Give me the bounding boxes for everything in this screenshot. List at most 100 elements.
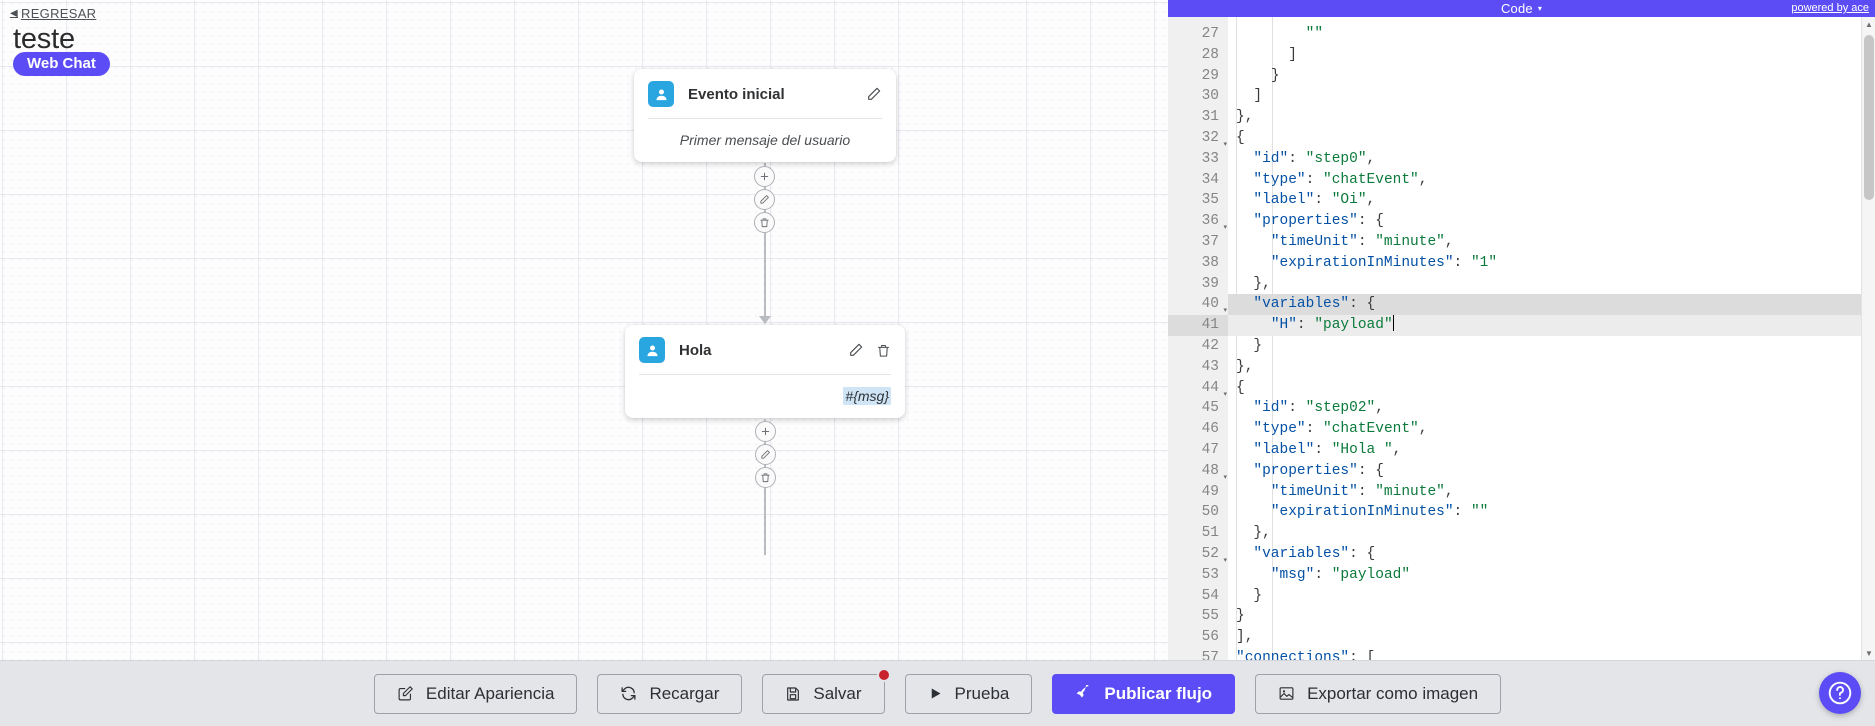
powered-by-link[interactable]: powered by ace xyxy=(1791,2,1869,14)
toolbar-button-recargar[interactable]: Recargar xyxy=(597,673,743,714)
code-line[interactable]: "id": "step0", xyxy=(1253,150,1376,167)
scroll-down-arrow[interactable]: ▼ xyxy=(1865,648,1873,658)
gutter-line-number[interactable]: 43 xyxy=(1201,358,1219,375)
flow-node-evento-inicial[interactable]: Evento inicial Primer mensaje del usuari… xyxy=(634,69,896,162)
toolbar-button-prueba[interactable]: Prueba xyxy=(904,673,1033,714)
gutter-line-number[interactable]: 33 xyxy=(1201,150,1219,167)
gutter-line-number[interactable]: 36▾ xyxy=(1168,211,1228,232)
back-link[interactable]: ◀ REGRESAR xyxy=(10,6,96,21)
gutter-line-number[interactable]: 40▾ xyxy=(1168,294,1228,315)
code-line[interactable]: } xyxy=(1270,67,1280,84)
pencil-icon[interactable] xyxy=(848,342,864,358)
code-line[interactable]: }, xyxy=(1253,525,1271,542)
pencil-icon[interactable] xyxy=(754,189,775,210)
node-1-mini-actions[interactable] xyxy=(754,166,775,233)
code-line[interactable]: }, xyxy=(1236,358,1254,375)
code-line[interactable]: "" xyxy=(1305,26,1324,42)
gutter-line-number[interactable]: 42 xyxy=(1201,337,1219,354)
code-line[interactable]: "type": "chatEvent", xyxy=(1253,421,1428,438)
trash-icon[interactable] xyxy=(754,212,775,233)
gutter-line-number[interactable]: 41 xyxy=(1168,315,1228,336)
gutter-line-number[interactable]: 51 xyxy=(1201,525,1219,542)
fold-toggle-icon[interactable]: ▾ xyxy=(1223,390,1227,399)
fold-toggle-icon[interactable]: ▾ xyxy=(1223,224,1227,233)
code-line[interactable]: }, xyxy=(1253,275,1271,292)
pencil-icon[interactable] xyxy=(866,86,882,102)
gutter-line-number[interactable]: 39 xyxy=(1201,275,1219,292)
fold-toggle-icon[interactable]: ▾ xyxy=(1223,473,1227,482)
code-line[interactable]: "expirationInMinutes": "1" xyxy=(1270,254,1498,271)
trash-icon[interactable] xyxy=(876,343,891,358)
flow-canvas[interactable]: ◀ REGRESAR teste Web Chat Evento inicial xyxy=(0,0,1168,660)
help-button[interactable] xyxy=(1819,672,1861,714)
fold-toggle-icon[interactable]: ▾ xyxy=(1223,140,1227,149)
gutter-line-number[interactable]: 44▾ xyxy=(1168,378,1228,399)
gutter-line-number[interactable]: 30 xyxy=(1201,88,1219,105)
gutter-line-number[interactable]: 35 xyxy=(1201,192,1219,209)
code-line[interactable]: } xyxy=(1253,337,1263,354)
gutter-line-number[interactable]: 45 xyxy=(1201,400,1219,417)
gutter-line-number[interactable]: 31 xyxy=(1201,109,1219,126)
code-line[interactable]: "properties": { xyxy=(1253,462,1384,479)
gutter-line-number[interactable]: 49 xyxy=(1201,483,1219,500)
gutter-line-number[interactable]: 28 xyxy=(1201,46,1219,63)
gutter-line-number[interactable]: 34 xyxy=(1201,171,1219,188)
fold-toggle-icon[interactable]: ▾ xyxy=(1223,307,1227,316)
gutter-line-number[interactable]: 37 xyxy=(1201,233,1219,250)
trash-icon[interactable] xyxy=(755,467,776,488)
code-line[interactable]: } xyxy=(1253,587,1263,604)
gutter-line-number[interactable]: 54 xyxy=(1201,587,1219,604)
code-line[interactable]: "connections": [ xyxy=(1236,649,1376,660)
code-line[interactable]: "timeUnit": "minute", xyxy=(1270,233,1454,250)
gutter-line-number[interactable]: 52▾ xyxy=(1168,544,1228,565)
code-line[interactable]: } xyxy=(1236,608,1245,625)
code-panel-title-dropdown[interactable]: Code ▾ xyxy=(1501,1,1542,16)
code-line[interactable]: "label": "Oi", xyxy=(1253,192,1376,209)
toolbar-button-exportar-como-imagen[interactable]: Exportar como imagen xyxy=(1255,673,1502,714)
gutter-line-number[interactable]: 50 xyxy=(1201,504,1219,521)
gutter-line-number[interactable]: 48▾ xyxy=(1168,461,1228,482)
scroll-up-arrow[interactable]: ▲ xyxy=(1865,19,1873,29)
code-content[interactable]: "" ] } ]}, { "id": "step0", "type": "chat… xyxy=(1228,17,1875,660)
gutter-line-number[interactable]: 56 xyxy=(1201,629,1219,646)
code-editor-panel[interactable]: Code ▾ powered by ace 27 28 29 30 31 32▾33 34 3… xyxy=(1168,0,1875,660)
gutter-line-number[interactable]: 27 xyxy=(1201,26,1219,42)
code-line[interactable]: "variables": { xyxy=(1228,294,1875,316)
gutter-line-number[interactable]: 57 xyxy=(1201,649,1219,660)
code-vertical-scrollbar[interactable]: ▲ ▼ xyxy=(1861,17,1875,660)
gutter-line-number[interactable]: 29 xyxy=(1201,67,1219,84)
code-line[interactable]: "timeUnit": "minute", xyxy=(1270,483,1454,500)
scrollbar-thumb[interactable] xyxy=(1864,35,1874,200)
fold-toggle-icon[interactable]: ▾ xyxy=(1223,556,1227,565)
node-2-mini-actions[interactable] xyxy=(755,421,776,488)
code-line[interactable]: "expirationInMinutes": "" xyxy=(1270,504,1489,521)
code-line[interactable]: { xyxy=(1236,379,1245,396)
toolbar-button-publicar-flujo[interactable]: Publicar flujo xyxy=(1052,673,1236,714)
code-line[interactable]: "variables": { xyxy=(1253,545,1376,562)
toolbar-button-salvar[interactable]: Salvar xyxy=(762,667,891,714)
pencil-icon[interactable] xyxy=(755,444,776,465)
code-line[interactable]: { xyxy=(1236,129,1245,146)
plus-icon[interactable] xyxy=(755,421,776,442)
code-line[interactable]: "label": "Hola ", xyxy=(1253,441,1402,458)
gutter-line-number[interactable]: 47 xyxy=(1201,441,1219,458)
code-line[interactable]: "properties": { xyxy=(1253,213,1384,230)
gutter-line-number[interactable]: 46 xyxy=(1201,421,1219,438)
code-line[interactable]: "type": "chatEvent", xyxy=(1253,171,1428,188)
flow-node-hola[interactable]: Hola #{msg} xyxy=(625,325,905,418)
gutter-line-number[interactable]: 55 xyxy=(1201,608,1219,625)
code-line[interactable]: "H": "payload" xyxy=(1228,315,1875,336)
code-line[interactable]: ] xyxy=(1288,46,1297,63)
plus-icon[interactable] xyxy=(754,166,775,187)
gutter-line-number[interactable]: 38 xyxy=(1201,254,1219,271)
toolbar-button-editar-apariencia[interactable]: Editar Apariencia xyxy=(373,673,578,714)
code-line[interactable]: ] xyxy=(1253,88,1263,105)
gutter-line-number[interactable]: 32▾ xyxy=(1168,128,1228,149)
gutter-line-number[interactable]: 53 xyxy=(1201,566,1219,583)
code-line[interactable]: "id": "step02", xyxy=(1253,400,1384,417)
code-line[interactable]: ], xyxy=(1236,629,1254,646)
code-line[interactable]: }, xyxy=(1236,109,1254,126)
code-line[interactable]: "msg": "payload" xyxy=(1270,566,1411,583)
